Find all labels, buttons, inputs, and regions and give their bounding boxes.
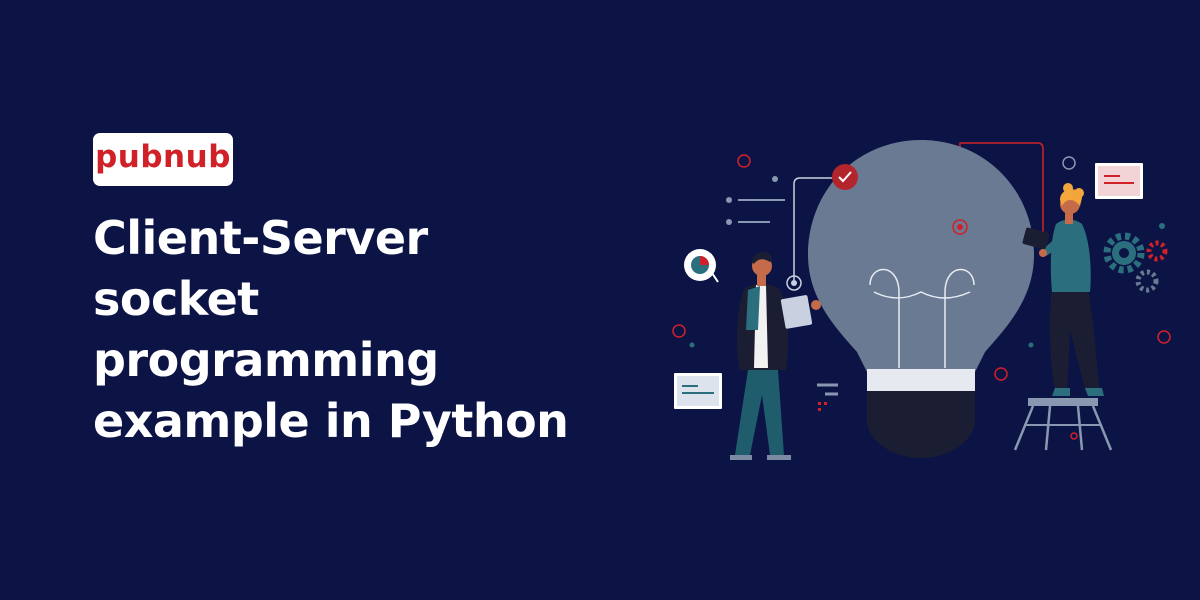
woman-figure bbox=[1013, 183, 1113, 451]
pie-chart-icon bbox=[684, 249, 719, 283]
decor-dots bbox=[672, 154, 1171, 440]
wire-right bbox=[959, 142, 1044, 250]
page-title: Client-Server socket programming example… bbox=[93, 208, 653, 452]
check-icon bbox=[832, 164, 858, 190]
note-card-icon bbox=[674, 373, 722, 409]
lightbulb-illustration bbox=[672, 140, 1171, 460]
man-figure bbox=[730, 251, 821, 460]
title-line-1: Client-Server bbox=[93, 211, 428, 265]
lightbulb bbox=[808, 140, 1034, 458]
node-left bbox=[786, 275, 802, 291]
logo-text: pubnub bbox=[95, 139, 231, 175]
title-line-2: socket bbox=[93, 272, 259, 326]
node-right bbox=[952, 219, 968, 235]
title-line-3: programming bbox=[93, 333, 439, 387]
message-card-icon bbox=[1095, 163, 1143, 199]
title-line-4: example in Python bbox=[93, 394, 569, 448]
wire-left bbox=[793, 177, 832, 280]
pubnub-logo: pubnub bbox=[93, 133, 233, 186]
gears-icon bbox=[1103, 232, 1168, 293]
